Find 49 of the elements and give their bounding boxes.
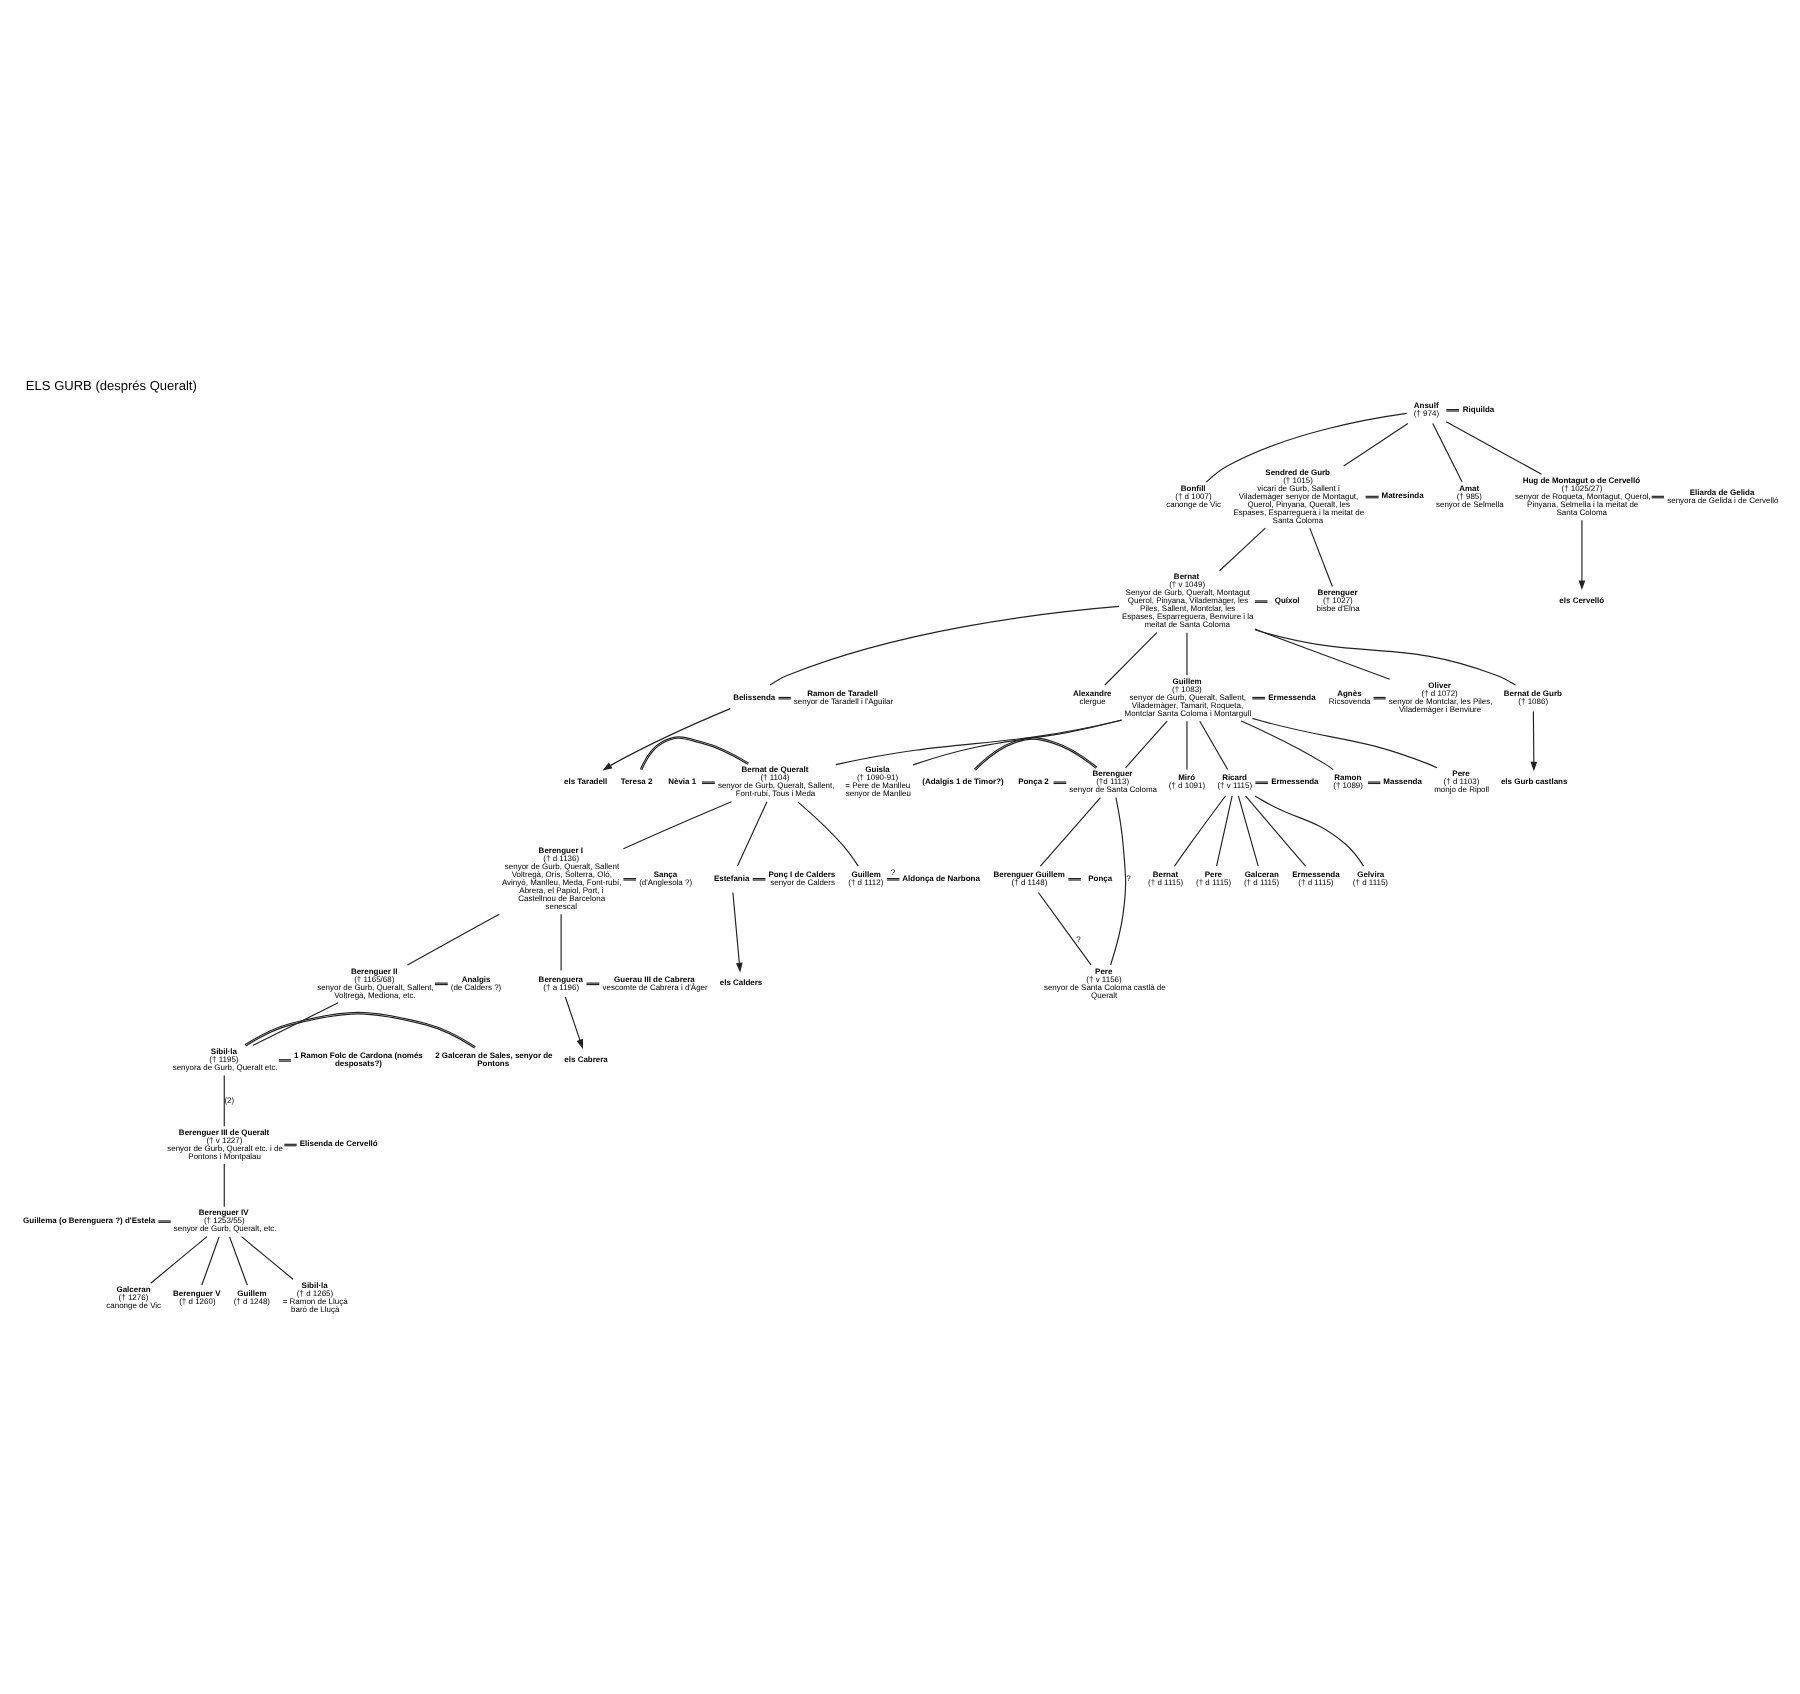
connector (1205, 412, 1408, 483)
connector (1237, 795, 1259, 867)
arrow (602, 708, 731, 771)
connector (769, 605, 1120, 686)
connector (229, 1236, 248, 1286)
connector (1186, 632, 1188, 676)
connector (223, 1074, 225, 1127)
connector (252, 1002, 339, 1047)
connector (1254, 629, 1517, 686)
arrow (1530, 710, 1538, 772)
connector (1445, 421, 1543, 475)
arrow (564, 996, 583, 1049)
connector (1199, 720, 1229, 771)
connector (157, 1220, 172, 1223)
connector (406, 913, 500, 966)
connector (244, 1011, 476, 1049)
connector (1240, 720, 1334, 771)
connector (1037, 891, 1092, 966)
connector (223, 1163, 225, 1208)
connector (560, 913, 562, 972)
connector (1110, 797, 1127, 966)
connector (1216, 795, 1233, 867)
connector (1254, 795, 1365, 867)
connector (639, 736, 750, 771)
connector (1173, 795, 1227, 867)
arrow (732, 891, 743, 973)
connector (1104, 632, 1158, 686)
connector (622, 801, 733, 850)
connector (1244, 795, 1307, 867)
connector (797, 801, 859, 867)
connector (1125, 720, 1168, 769)
connector (1432, 422, 1463, 483)
connector (1309, 527, 1333, 588)
connector (1251, 717, 1438, 769)
connector (912, 719, 1123, 766)
connector (973, 737, 1098, 771)
connector (835, 719, 1123, 766)
connector (201, 1236, 220, 1286)
connector (1218, 527, 1266, 572)
connector (777, 696, 792, 700)
arrow (1578, 519, 1586, 590)
connector (283, 1143, 298, 1147)
connector (240, 1236, 294, 1280)
connector (1186, 720, 1188, 771)
connector (150, 1236, 208, 1284)
connector (736, 801, 768, 867)
connector (1039, 797, 1101, 867)
connector (1254, 628, 1391, 680)
connector (1343, 422, 1409, 467)
